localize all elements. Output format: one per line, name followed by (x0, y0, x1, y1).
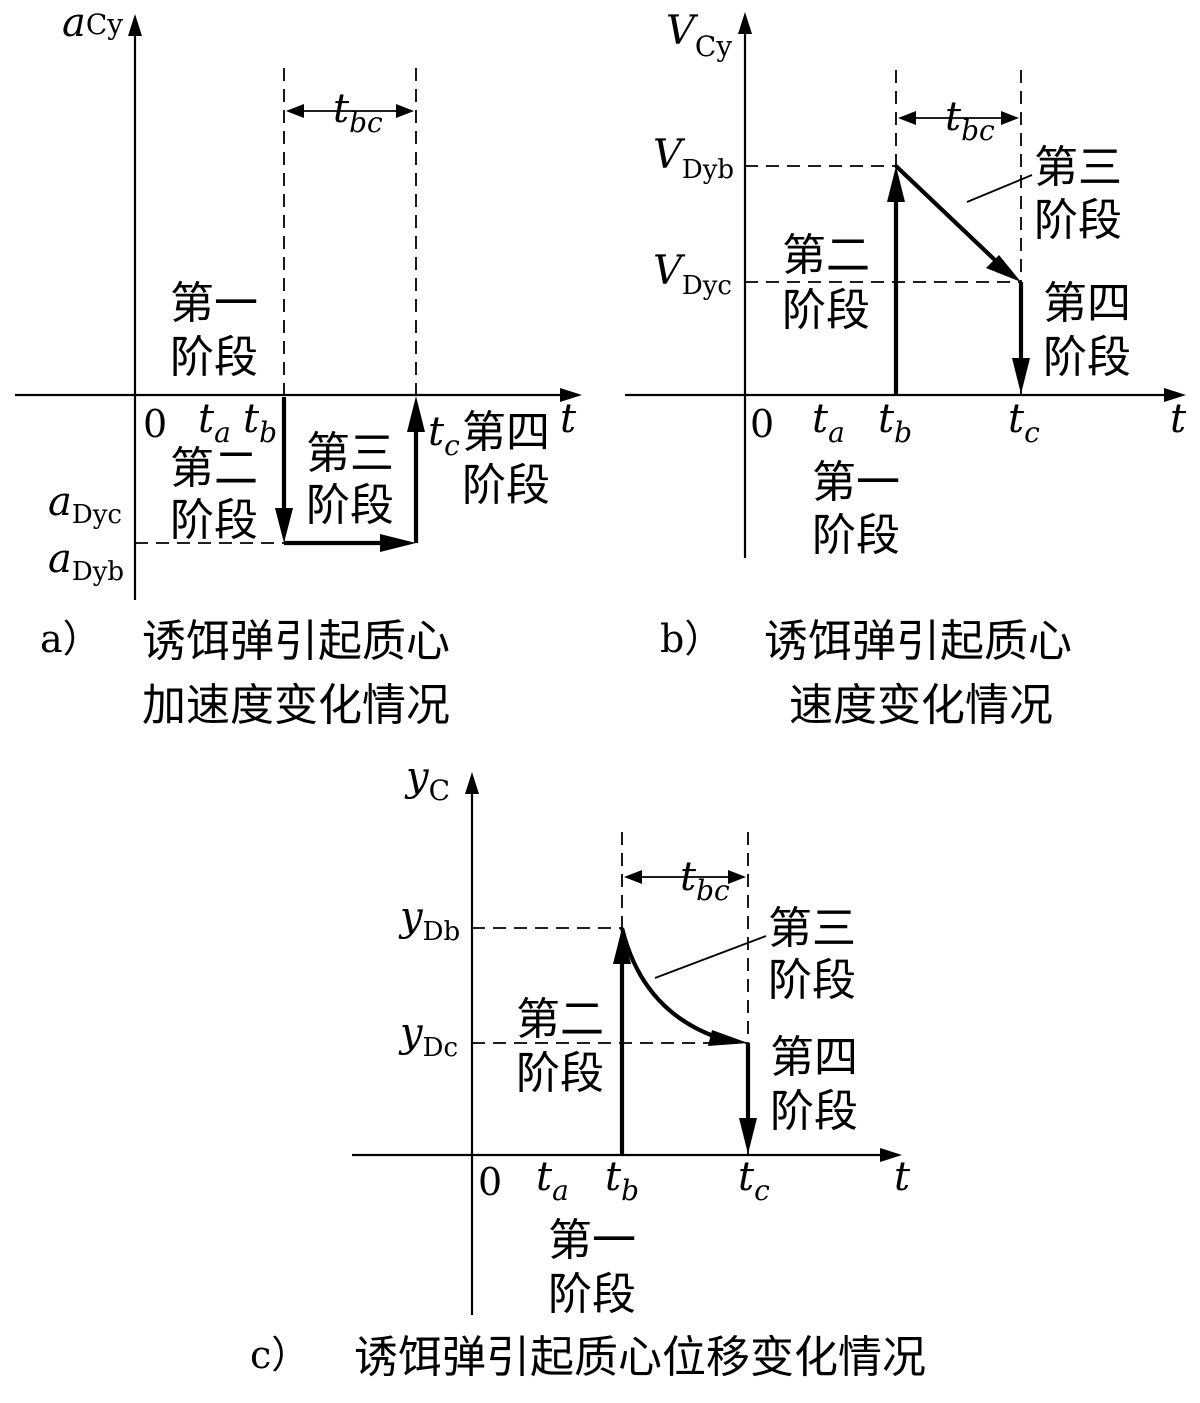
panel-c-ta-label: ta (536, 1154, 569, 1207)
panel-c-y-axis-arrowhead (465, 772, 479, 794)
panel-c-tbc-arrowhead-left (624, 870, 642, 884)
panel-b-stage3-arrowhead (986, 255, 1021, 282)
panel-c-stage4-label: 第四 阶段 (770, 1032, 872, 1137)
panel-a-y-axis-arrowhead (128, 14, 142, 36)
panel-b-tb-label: tb (878, 396, 912, 449)
panel-b-tbc-arrowhead-right (1001, 111, 1019, 125)
panel-b-tbc-arrowhead-left (898, 111, 916, 125)
panel-c-x-axis-arrowhead (880, 1148, 902, 1162)
panel-a-x-axis-arrowhead (560, 388, 582, 402)
panel-b-stage2-arrowhead (887, 166, 905, 202)
panel-a-ta-label: ta (198, 396, 231, 449)
panel-a-stage4-arrowhead (407, 396, 425, 432)
panel-c-y-dc-label: yDc (398, 1010, 458, 1063)
panel-a-stage4-label: 第四 阶段 (462, 407, 564, 511)
panel-a-stage3-arrowhead (380, 534, 416, 552)
panel-a-tc-label: tc (428, 409, 460, 462)
panel-b-x-axis-label: t (1170, 396, 1187, 442)
panel-b-stage4-arrowhead (1012, 358, 1030, 394)
panel-c-tb-label: tb (605, 1154, 639, 1207)
panel-a-y-axis-label: aCy (62, 0, 123, 46)
panel-c-stage3-decay-curve (619, 927, 717, 1039)
panel-b-stage3-label: 第三 阶段 (1034, 142, 1136, 246)
panel-a-caption: 诱饵弹引起质心 加速度变化情况 (142, 616, 464, 731)
panel-b-y-axis-arrowhead (738, 12, 752, 34)
panel-a-x-axis-label: t (560, 396, 577, 442)
panel-c-stage3-leader (654, 935, 767, 979)
panel-b-velocity: VCy t 0 ta tb tc tbc VDyb VDyc (625, 8, 1187, 731)
panel-c-stage2-arrowhead (613, 928, 631, 964)
panel-a-caption-label: a） (40, 617, 101, 661)
panel-c-stage2-label: 第二 阶段 (516, 994, 618, 1099)
panel-b-v-dyb-label: VDyb (653, 132, 734, 185)
panel-a-stage2-label: 第二 阶段 (170, 443, 272, 546)
panel-b-stage4-label: 第四 阶段 (1043, 278, 1145, 383)
panel-b-ta-label: ta (812, 396, 845, 449)
panel-a-a-dyb-label: aDyb (48, 536, 124, 587)
panel-b-caption-label: b） (660, 617, 722, 661)
panel-b-x-axis-arrowhead (1164, 388, 1186, 402)
panel-a-stage3-label: 第三 阶段 (306, 428, 408, 531)
panel-c-y-axis-label: yC (404, 754, 450, 807)
panel-a-stage1-label: 第一 阶段 (170, 278, 272, 383)
panel-c-stage3-arrowhead (708, 1030, 748, 1046)
panel-b-stage1-label: 第一 阶段 (812, 457, 914, 561)
panel-c-tc-label: tc (738, 1154, 770, 1207)
panel-c-x-axis-label: t (894, 1154, 911, 1200)
panel-a-tb-label: tb (243, 396, 277, 449)
panel-b-stage2-label: 第二 阶段 (782, 230, 884, 336)
panel-b-v-dyc-label: VDyc (653, 248, 732, 301)
panel-a-acceleration: aCy t 0 ta tb tc tbc aDyc aDyb (15, 0, 582, 731)
panel-a-a-dyc-label: aDyc (48, 479, 122, 530)
panel-c-stage4-arrowhead (739, 1118, 757, 1154)
panel-b-tc-label: tc (1008, 396, 1040, 449)
panel-b-stage3-slope-arrow (894, 164, 999, 264)
panel-c-origin-label: 0 (478, 1160, 502, 1204)
panel-b-origin-label: 0 (750, 402, 774, 446)
panel-c-caption: 诱饵弹引起质心位移变化情况 (354, 1332, 926, 1383)
panel-c-tbc-arrowhead-right (728, 870, 746, 884)
panel-c-caption-label: c） (250, 1333, 309, 1377)
panel-a-tbc-arrowhead-right (396, 104, 414, 118)
panel-c-y-db-label: yDb (398, 894, 460, 947)
panel-c-stage1-label: 第一 阶段 (548, 1215, 650, 1320)
panel-a-origin-label: 0 (143, 402, 167, 446)
panel-c-displacement: yC t 0 ta tb tc tbc yDb yDc (250, 754, 926, 1383)
panel-b-caption: 诱饵弹引起质心 速度变化情况 (764, 616, 1086, 731)
panel-b-y-axis-label: VCy (666, 8, 732, 63)
panel-c-stage3-label: 第三 阶段 (768, 903, 870, 1006)
panel-b-stage3-leader (966, 174, 1033, 203)
panel-a-tbc-label: tbc (333, 86, 383, 139)
panel-a-tbc-arrowhead-left (286, 104, 304, 118)
panel-b-tbc-label: tbc (945, 94, 995, 147)
panel-c-tbc-label: tbc (680, 854, 730, 907)
panel-a-stage2-arrowhead (275, 508, 293, 543)
